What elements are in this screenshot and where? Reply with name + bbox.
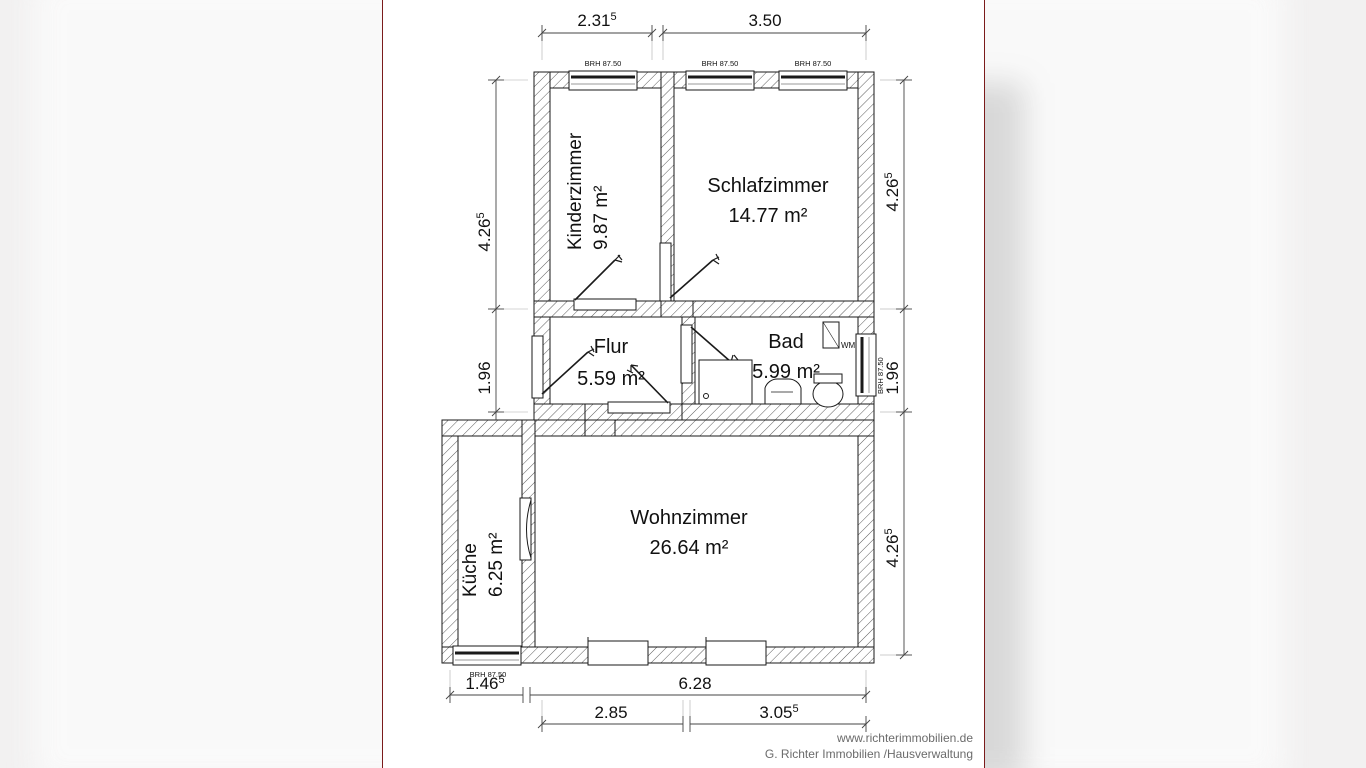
- dim-left-2: 1.96: [475, 361, 494, 394]
- room-area-flur: 5.59 m²: [577, 368, 645, 390]
- room-area-kueche: 6.25 m²: [486, 533, 507, 597]
- room-label-bad: Bad: [768, 331, 804, 353]
- brh-label-window-bath: BRH 87.50: [876, 357, 885, 394]
- plan-page: Kinderzimmer 9.87 m² Schlafzimmer 14.77 …: [382, 0, 985, 768]
- dim-bottom-4: 3.055: [759, 703, 798, 722]
- wm-label: WM: [841, 341, 856, 350]
- room-area-wohnzimmer: 26.64 m²: [650, 537, 729, 559]
- dim-top-2: 3.50: [748, 11, 781, 30]
- dim-left-1: 4.265: [475, 212, 494, 251]
- dim-top-1: 2.315: [577, 11, 616, 30]
- dim-bottom-2: 6.28: [678, 674, 711, 693]
- watermark-line-1: www.richterimmobilien.de: [836, 731, 973, 745]
- watermark-line-2: G. Richter Immobilien /Hausverwaltung: [765, 747, 973, 761]
- room-label-kinderzimmer: Kinderzimmer: [565, 132, 586, 250]
- dim-right-1: 4.265: [883, 172, 902, 211]
- brh-label-window-1: BRH 87.50: [585, 59, 622, 68]
- room-label-schlafzimmer: Schlafzimmer: [707, 175, 828, 197]
- room-label-wohnzimmer: Wohnzimmer: [630, 507, 748, 529]
- dim-bottom-3: 2.85: [594, 703, 627, 722]
- room-area-schlafzimmer: 14.77 m²: [729, 205, 808, 227]
- room-label-kueche: Küche: [460, 543, 481, 597]
- dim-bottom-1: 1.465: [465, 674, 504, 693]
- dim-right-2: 1.96: [883, 361, 902, 394]
- room-area-kinderzimmer: 9.87 m²: [591, 186, 612, 250]
- brh-label-window-kitchen: BRH 87.50: [470, 670, 507, 679]
- room-area-bad: 5.99 m²: [752, 361, 820, 383]
- floor-plan-drawing: Kinderzimmer 9.87 m² Schlafzimmer 14.77 …: [383, 0, 986, 768]
- room-label-flur: Flur: [594, 336, 629, 358]
- dim-right-3: 4.265: [883, 528, 902, 567]
- brh-label-window-3: BRH 87.50: [795, 59, 832, 68]
- brh-label-window-2: BRH 87.50: [702, 59, 739, 68]
